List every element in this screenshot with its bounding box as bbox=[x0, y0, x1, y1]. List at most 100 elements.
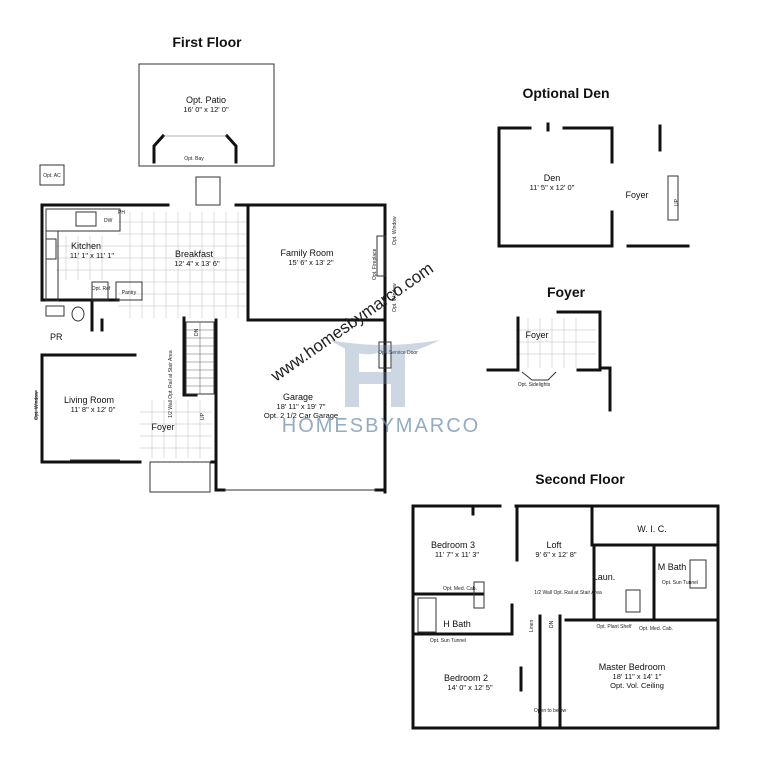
bedroom3-dims: 11' 7" x 11' 3" bbox=[435, 550, 480, 559]
kitchen-dims: 11' 1" x 11' 1" bbox=[70, 251, 115, 260]
foyer-opt-sidelights bbox=[521, 371, 557, 381]
ph-label: PH bbox=[118, 210, 125, 216]
watermark-logo bbox=[330, 340, 440, 407]
master-note: Opt. Vol. Ceiling bbox=[610, 681, 664, 690]
hbath-label: H Bath bbox=[443, 619, 471, 629]
breakfast-label: Breakfast bbox=[175, 249, 214, 259]
opt-ref-box bbox=[91, 281, 109, 301]
laun-label: Laun. bbox=[593, 572, 616, 582]
wic-label: W. I. C. bbox=[637, 524, 667, 534]
opt-sun-tunnel-label: Opt. Sun Tunnel bbox=[430, 638, 466, 644]
opt-patio-label: Opt. Patio bbox=[186, 95, 226, 105]
den-stair bbox=[667, 175, 679, 221]
ff-wall-north bbox=[40, 203, 387, 320]
front-entry-steps bbox=[149, 461, 211, 493]
opt-window-family-label: Opt. Window bbox=[392, 216, 398, 245]
opt-sidelights-label: Opt. Sidelights bbox=[518, 382, 551, 388]
sf-bed3-closet-door bbox=[473, 581, 485, 609]
ff-wall-half bbox=[182, 316, 198, 397]
opt-sun-tunnel-master-label: Opt. Sun Tunnel bbox=[662, 580, 698, 586]
opt-window-living-label: Opt. Window bbox=[34, 391, 40, 420]
master-dims: 18' 11" x 14' 1" bbox=[613, 672, 662, 681]
dw-label: DW bbox=[104, 218, 113, 224]
garage-note: Opt. 2 1/2 Car Garage bbox=[264, 411, 338, 420]
opt-service-door-box bbox=[378, 341, 392, 369]
ff-wall-pr bbox=[40, 298, 137, 357]
mbath-vanity bbox=[625, 589, 641, 613]
living-room-dims: 11' 8" x 12' 0" bbox=[71, 405, 116, 414]
foyer-option-plan: Foyer Opt. Sidelights bbox=[486, 310, 612, 412]
den-walls-right bbox=[626, 124, 690, 248]
optional-den-title: Optional Den bbox=[522, 85, 609, 101]
family-room-label: Family Room bbox=[280, 248, 333, 258]
opt-bay-walls bbox=[152, 133, 238, 164]
family-room-dims: 15' 6" x 13' 2" bbox=[288, 258, 334, 267]
pr-toilet bbox=[71, 306, 85, 322]
mbath-tub bbox=[689, 559, 707, 589]
foyer-opt-label: Foyer bbox=[525, 330, 548, 340]
opt-bay-label: Opt. Bay bbox=[184, 156, 204, 162]
pr-label: PR bbox=[50, 332, 63, 342]
sf-wall-hbath bbox=[411, 603, 514, 636]
opt-patio-dims: 16' 0" x 12' 0" bbox=[183, 105, 229, 114]
opt-med-cab-label: Opt. Med. Cab. bbox=[443, 586, 477, 592]
opt-med-cab-master-label: Opt. Med. Cab. bbox=[639, 626, 673, 632]
foyer-tile-grid bbox=[140, 400, 212, 458]
watermark-brand: HOMESBYMARCO bbox=[282, 415, 480, 437]
garage-dims: 18' 11" x 19' 7" bbox=[277, 402, 326, 411]
open-to-below-label: Open to below bbox=[534, 708, 567, 714]
breakfast-tile-grid bbox=[56, 212, 246, 318]
sf-linen-label: Linen bbox=[529, 620, 535, 632]
master-label: Master Bedroom bbox=[599, 662, 666, 672]
breakfast-dims: 12' 4" x 13' 6" bbox=[174, 259, 220, 268]
patio-steps bbox=[195, 176, 221, 206]
sf-wall-bedroom3 bbox=[411, 504, 519, 596]
bedroom2-label: Bedroom 2 bbox=[444, 673, 488, 683]
pr-sink bbox=[45, 305, 65, 317]
sf-half-wall-label: 1/2 Wall Opt. Rail at Stair Area bbox=[534, 590, 602, 596]
opt-ac-box bbox=[39, 164, 65, 186]
foyer-option-tiles bbox=[516, 318, 596, 368]
opt-patio-outline bbox=[138, 63, 275, 167]
hbath-tub bbox=[417, 597, 437, 633]
up-label: UP bbox=[200, 412, 206, 420]
ff-wall-west-lower bbox=[40, 353, 142, 464]
second-floor-title: Second Floor bbox=[535, 471, 625, 487]
kitchen-sink bbox=[75, 211, 97, 227]
den-label: Den bbox=[544, 173, 561, 183]
den-up-label: UP bbox=[674, 198, 680, 206]
opt-plant-shelf-label: Opt. Plant Shelf bbox=[596, 624, 632, 630]
opt-window-family-label-2: Opt. Window bbox=[392, 283, 398, 312]
second-floor-plan: Bedroom 3 11' 7" x 11' 3" Loft 9' 6" x 1… bbox=[411, 504, 720, 730]
kitchen-counter-top bbox=[45, 208, 121, 232]
sf-dn-label: DN bbox=[549, 620, 555, 628]
opt-fireplace-box bbox=[376, 235, 386, 277]
kitchen-counter-side bbox=[45, 230, 59, 302]
kitchen-label: Kitchen bbox=[71, 241, 101, 251]
first-floor-stairs bbox=[185, 321, 215, 395]
sf-wall-stair bbox=[538, 614, 562, 730]
den-walls-top bbox=[497, 126, 614, 164]
garage-label: Garage bbox=[283, 392, 313, 402]
sf-wall-exterior bbox=[411, 504, 720, 730]
ff-wall-south bbox=[210, 460, 387, 492]
sf-wall-wic bbox=[590, 504, 720, 547]
foyer-option-title: Foyer bbox=[547, 284, 586, 300]
dn-label: DN bbox=[194, 328, 200, 336]
half-wall-label: 1/2 Wall Opt. Rail at Stair Area bbox=[168, 350, 174, 418]
ff-wall-garage bbox=[246, 318, 387, 494]
pantry-box bbox=[115, 281, 143, 301]
foyer-opt-walls-right bbox=[556, 310, 612, 412]
first-floor-title: First Floor bbox=[172, 34, 242, 50]
ff-wall-closets bbox=[90, 298, 104, 332]
loft-label: Loft bbox=[546, 540, 562, 550]
mbath-label: M Bath bbox=[658, 562, 687, 572]
pantry-label: Pantry bbox=[122, 290, 137, 296]
bedroom3-label: Bedroom 3 bbox=[431, 540, 475, 550]
optional-den-plan: Den 11' 5" x 12' 0" Foyer UP bbox=[497, 122, 690, 248]
bedroom2-dims: 14' 0" x 12' 5" bbox=[447, 683, 493, 692]
opt-ac-label: Opt. AC bbox=[43, 173, 61, 179]
first-floor-plan: Opt. Patio 16' 0" x 12' 0" Opt. Bay Opt.… bbox=[34, 63, 418, 494]
opt-service-door-label: Opt. Service Door bbox=[378, 350, 418, 356]
